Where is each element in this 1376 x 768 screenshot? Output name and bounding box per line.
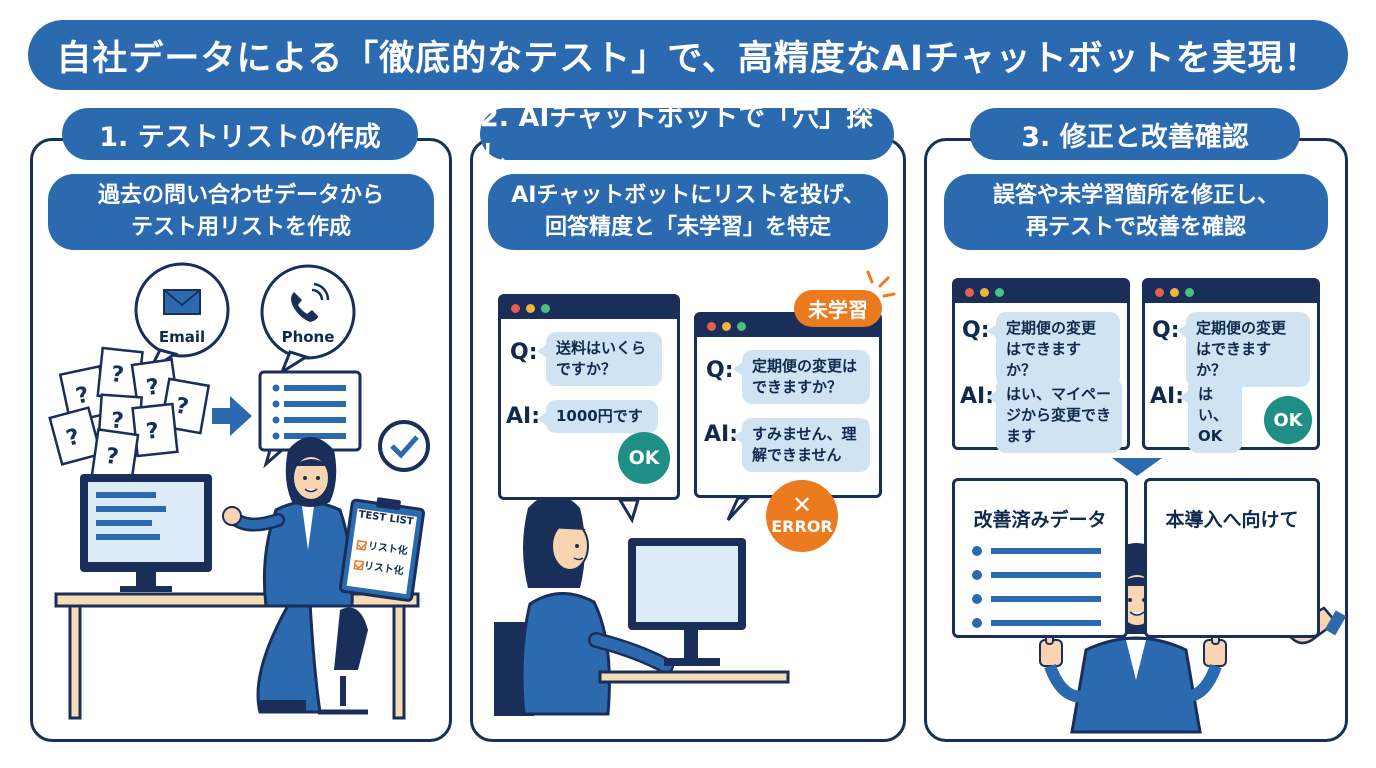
- step-3-title-text: 3. 修正と改善確認: [1021, 121, 1249, 153]
- error-badge: ✕ ERROR: [766, 480, 838, 552]
- close-dot-icon: [707, 321, 716, 331]
- down-arrow-icon: [1112, 458, 1162, 476]
- error-x-icon: ✕: [791, 491, 813, 519]
- close-dot-icon: [1155, 287, 1164, 297]
- maximize-dot-icon: [995, 287, 1004, 297]
- deployment-card: 本導入へ向けて: [1144, 478, 1320, 638]
- svg-text:?: ?: [145, 419, 160, 445]
- step-3-desc-line2: 再テストで改善を確認: [1025, 215, 1246, 240]
- improved-data-title: 改善済みデータ: [973, 509, 1107, 531]
- question-bubble: 定期便の変更はできますか？: [987, 312, 1120, 387]
- chat-window-1-tail: [617, 498, 641, 524]
- answer-label: AI:: [1150, 384, 1185, 409]
- question-label: Q:: [706, 358, 734, 383]
- minimize-dot-icon: [722, 321, 731, 331]
- question-bubble: 送料はいくらですか？: [537, 332, 662, 386]
- svg-text:?: ?: [64, 424, 83, 451]
- step-1-description: 過去の問い合わせデータから テスト用リストを作成: [48, 174, 434, 250]
- step-3-title: 3. 修正と改善確認: [970, 108, 1300, 160]
- svg-text:?: ?: [145, 375, 161, 402]
- step-3-desc-line1: 誤答や未学習箇所を修正し、: [992, 183, 1279, 208]
- office-chair: [318, 607, 368, 715]
- test-list-clipboard: [338, 497, 426, 602]
- question-label: Q:: [1152, 318, 1180, 343]
- maximize-dot-icon: [1185, 287, 1194, 297]
- page-title-banner: 自社データによる「徹底的なテスト」で、高精度なAIチャットボットを実現！: [28, 20, 1348, 90]
- answer-bubble: はい、マイページから変更できます: [987, 378, 1122, 453]
- step-1-desc-line2: テスト用リストを作成: [130, 215, 351, 240]
- woman-at-computer: [494, 494, 674, 716]
- improved-data-card: 改善済みデータ: [952, 478, 1128, 638]
- window-titlebar: [955, 281, 1127, 303]
- question-bubble: 定期便の変更はできますか？: [733, 350, 870, 404]
- woman-presenting: [222, 437, 354, 714]
- question-label: Q:: [510, 340, 538, 365]
- desk: [54, 592, 420, 720]
- maximize-dot-icon: [737, 321, 746, 331]
- minimize-dot-icon: [980, 287, 989, 297]
- computer-monitor-icon: [80, 474, 212, 592]
- svg-text:?: ?: [110, 362, 125, 388]
- page-title: 自社データによる「徹底的なテスト」で、高精度なAIチャットボットを実現！: [56, 38, 1320, 79]
- check-circle-icon: [378, 420, 430, 472]
- computer-monitor-2-icon: [628, 538, 746, 666]
- question-papers-icon: ? ? ? ? ? ? ? ?: [48, 346, 211, 484]
- desk-2: [598, 670, 790, 684]
- email-bubble-icon: [134, 262, 230, 375]
- svg-text:?: ?: [104, 444, 120, 471]
- list-lines-icon: [972, 546, 1101, 628]
- window-titlebar: [501, 297, 677, 319]
- step-2-title: 2. AIチャットボットで「穴」探し: [480, 102, 894, 172]
- alert-rays-icon: [866, 270, 896, 298]
- close-dot-icon: [965, 287, 974, 297]
- minimize-dot-icon: [526, 303, 535, 313]
- arrow-right-icon: [212, 396, 252, 436]
- answer-label: AI:: [704, 422, 739, 447]
- step-2-desc-line1: AIチャットボットにリストを投げ、: [511, 183, 865, 208]
- ok-badge: OK: [618, 432, 670, 484]
- step-3-description: 誤答や未学習箇所を修正し、 再テストで改善を確認: [944, 174, 1328, 250]
- maximize-dot-icon: [541, 303, 550, 313]
- email-label: Email: [158, 328, 206, 346]
- unlearned-tag: 未学習: [794, 290, 882, 327]
- step-2-description: AIチャットボットにリストを投げ、 回答精度と「未学習」を特定: [488, 174, 888, 250]
- svg-text:?: ?: [110, 408, 124, 434]
- chat-window-2-tail: [726, 496, 752, 522]
- minimize-dot-icon: [1170, 287, 1179, 297]
- question-bubble: 定期便の変更はできますか？: [1177, 312, 1310, 387]
- window-titlebar: [1145, 281, 1317, 303]
- answer-label: AI:: [506, 404, 541, 429]
- phone-bubble-icon: [260, 264, 356, 376]
- question-label: Q:: [962, 318, 990, 343]
- step-1-title: 1. テストリストの作成: [62, 108, 418, 160]
- deployment-title: 本導入へ向けて: [1165, 509, 1299, 531]
- phone-label: Phone: [281, 328, 335, 346]
- answer-bubble: すみません、理解できません: [733, 418, 870, 472]
- step-2-title-text: 2. AIチャットボットで「穴」探し: [480, 102, 874, 172]
- answer-bubble: はい、OK: [1179, 378, 1242, 453]
- step-1-title-text: 1. テストリストの作成: [99, 121, 381, 153]
- svg-text:?: ?: [174, 394, 191, 421]
- ok-badge: OK: [1264, 396, 1312, 444]
- step-2-desc-line2: 回答精度と「未学習」を特定: [544, 215, 831, 240]
- error-label: ERROR: [771, 517, 833, 536]
- close-dot-icon: [511, 303, 520, 313]
- answer-bubble: 1000円です: [537, 400, 658, 433]
- svg-text:?: ?: [74, 382, 92, 409]
- step-1-desc-line1: 過去の問い合わせデータから: [97, 183, 384, 208]
